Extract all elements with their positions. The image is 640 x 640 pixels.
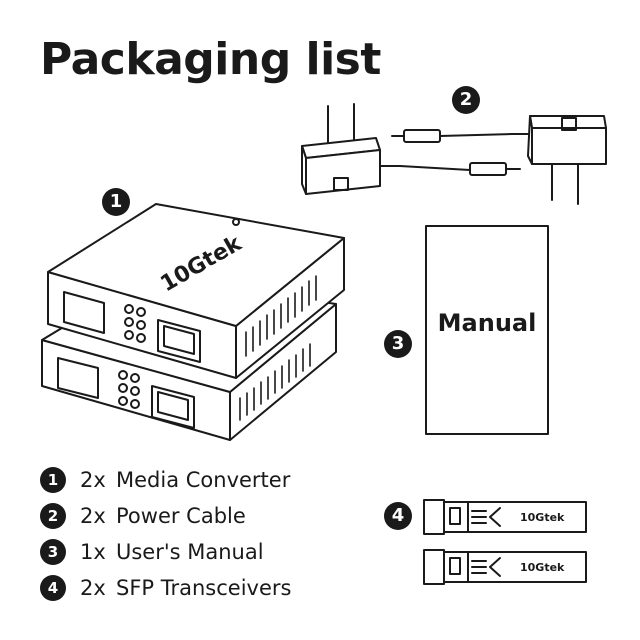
item-quantity: 2x — [80, 576, 106, 600]
list-item: 1 2x Media Converter — [40, 462, 291, 498]
badge-power-cable: 2 — [452, 86, 480, 114]
item-quantity: 1x — [80, 540, 106, 564]
brand-logo-sfp-lower: 10Gtek — [520, 561, 565, 574]
media-converter-upper-icon — [47, 203, 345, 379]
item-number: 3 — [40, 539, 66, 565]
item-number: 4 — [40, 575, 66, 601]
item-number: 1 — [40, 467, 66, 493]
brand-logo-sfp-upper: 10Gtek — [520, 511, 565, 524]
power-adapter-left-icon — [301, 103, 521, 195]
badge-sfp: 4 — [384, 502, 412, 530]
manual-icon — [425, 225, 549, 435]
item-quantity: 2x — [80, 468, 106, 492]
power-adapter-right-icon — [391, 115, 607, 205]
item-description: Media Converter — [116, 468, 291, 492]
packaging-list: 1 2x Media Converter 2 2x Power Cable 3 … — [40, 462, 291, 606]
list-item: 3 1x User's Manual — [40, 534, 291, 570]
badge-manual: 3 — [384, 330, 412, 358]
item-number: 2 — [40, 503, 66, 529]
list-item: 2 2x Power Cable — [40, 498, 291, 534]
sfp-transceiver-upper-icon — [423, 499, 587, 535]
item-quantity: 2x — [80, 504, 106, 528]
list-item: 4 2x SFP Transceivers — [40, 570, 291, 606]
item-description: Power Cable — [116, 504, 246, 528]
sfp-transceiver-lower-icon — [423, 549, 587, 585]
item-description: SFP Transceivers — [116, 576, 292, 600]
badge-media-converter: 1 — [102, 188, 130, 216]
item-description: User's Manual — [116, 540, 264, 564]
page-title: Packaging list — [40, 34, 381, 85]
manual-label: Manual — [438, 309, 537, 337]
